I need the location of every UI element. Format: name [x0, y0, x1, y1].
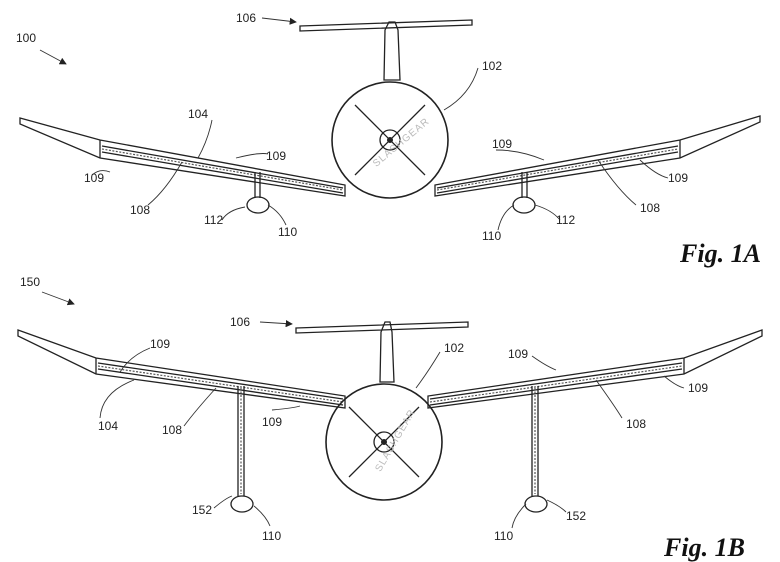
left-engine-pod: [246, 172, 270, 214]
ref-112: 112: [556, 213, 575, 227]
watermark-text: SLASHGEAR: [373, 408, 418, 474]
right-wing: [427, 329, 763, 409]
fig-1a-reference-numerals: 106 100 102 104 109 109 108 109 109 108 …: [16, 11, 688, 243]
ref-110: 110: [494, 529, 513, 543]
ref-108: 108: [640, 201, 660, 215]
ref-109: 109: [84, 171, 104, 185]
ref-110: 110: [482, 229, 501, 243]
fig-1b-aircraft: SLASHGEAR: [17, 275, 763, 562]
ref-152: 152: [192, 503, 212, 517]
ref-102: 102: [444, 341, 464, 355]
fig-1a-label: Fig. 1A: [679, 239, 761, 268]
tail-assembly: [295, 321, 469, 383]
ref-152: 152: [566, 509, 586, 523]
left-engine-pod: [230, 386, 254, 513]
right-wing: [434, 115, 761, 197]
left-wing: [17, 329, 346, 409]
fig-1b-reference-numerals: 106 150 102 109 104 108 109 109 109 108 …: [20, 275, 708, 543]
fuselage-propeller: SLASHGEAR: [325, 383, 443, 501]
ref-106: 106: [230, 315, 250, 329]
ref-109: 109: [492, 137, 512, 151]
ref-109: 109: [150, 337, 170, 351]
ref-106: 106: [236, 11, 256, 25]
ref-109: 109: [262, 415, 282, 429]
ref-109: 109: [688, 381, 708, 395]
left-wing: [19, 117, 346, 197]
ref-108: 108: [162, 423, 182, 437]
ref-102: 102: [482, 59, 502, 73]
fig-1a-aircraft: SLASHGEAR 106: [16, 11, 761, 268]
right-engine-pod: [524, 386, 548, 513]
ref-109: 109: [508, 347, 528, 361]
fuselage-propeller: SLASHGEAR: [331, 81, 449, 199]
ref-109: 109: [668, 171, 688, 185]
ref-104: 104: [188, 107, 208, 121]
ref-104: 104: [98, 419, 118, 433]
ref-109: 109: [266, 149, 286, 163]
ref-108: 108: [130, 203, 150, 217]
ref-150: 150: [20, 275, 40, 289]
ref-110: 110: [262, 529, 281, 543]
ref-100: 100: [16, 31, 36, 45]
ref-112: 112: [204, 213, 223, 227]
fig-1a-leaders: [39, 17, 669, 231]
tail-assembly: [299, 19, 473, 81]
ref-108: 108: [626, 417, 646, 431]
ref-110: 110: [278, 225, 297, 239]
fig-1b-leaders: [41, 291, 685, 529]
fig-1b-label: Fig. 1B: [663, 533, 745, 562]
